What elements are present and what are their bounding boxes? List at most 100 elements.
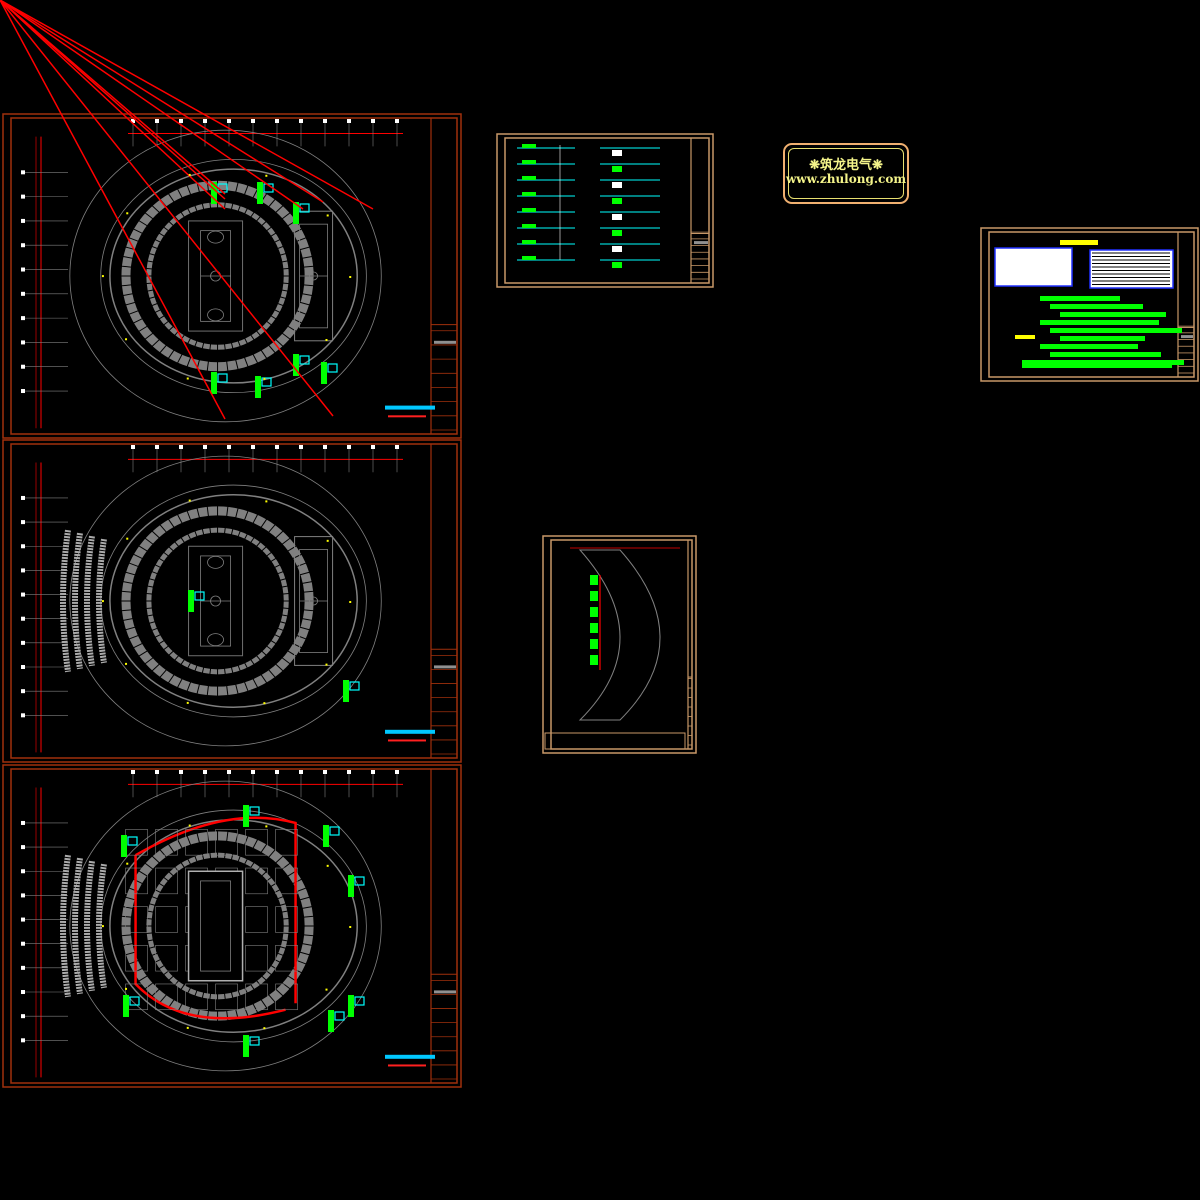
axis-bubble: [395, 445, 399, 449]
aisle: [149, 968, 182, 999]
axis-bubble: [21, 893, 25, 898]
distribution-box: [261, 377, 272, 387]
axis-bubble: [21, 389, 25, 394]
aisle: [228, 180, 239, 220]
aisle: [222, 658, 229, 698]
device-marker: [325, 988, 328, 991]
axis-bubble: [323, 770, 327, 774]
axis-bubble: [21, 243, 25, 248]
aisle: [244, 842, 269, 877]
aisle: [121, 245, 166, 259]
axis-bubble: [21, 820, 25, 825]
note-text: [1060, 336, 1145, 341]
aisle: [261, 868, 300, 893]
title-block-text: [434, 340, 456, 344]
aisle: [118, 287, 164, 297]
device-marker: [126, 212, 129, 215]
device-marker: [349, 926, 352, 928]
axis-bubble: [21, 592, 25, 597]
axis-bubble: [275, 119, 279, 123]
device-marker: [263, 1027, 266, 1030]
sheet-border: [2, 764, 462, 1088]
center-circle: [210, 595, 221, 607]
center-circle: [309, 271, 318, 281]
aisle: [253, 853, 286, 884]
aisle: [234, 183, 250, 221]
device-marker: [101, 600, 104, 603]
aisle: [234, 980, 250, 1019]
axis-bubble: [21, 1014, 25, 1019]
panel-schedule: [243, 1035, 249, 1057]
sheet-inner-frame: [10, 117, 458, 435]
aisle: [222, 829, 229, 869]
title-block: [688, 676, 692, 746]
axis-bubble: [131, 445, 135, 449]
aisle: [267, 949, 310, 966]
aisle: [267, 886, 310, 903]
aisle: [125, 235, 168, 253]
drawing-title: [385, 1054, 435, 1059]
aisle: [118, 255, 164, 265]
aisle: [121, 943, 166, 957]
device-marker: [125, 987, 128, 990]
aisle: [176, 653, 196, 690]
drawing-title: [385, 405, 435, 410]
main-court: [188, 545, 244, 657]
aisle: [269, 570, 314, 584]
aisle: [130, 226, 171, 248]
aisle: [234, 655, 250, 694]
aisle: [206, 658, 213, 698]
room: [245, 945, 268, 972]
axis-bubble: [251, 445, 255, 449]
axis-bubble: [21, 1038, 25, 1043]
fan-stands: [60, 529, 107, 673]
aisle: [249, 197, 278, 230]
aisle: [269, 293, 314, 307]
aisle: [166, 650, 191, 685]
axis-bubble: [347, 119, 351, 123]
cable-route: [0, 0, 304, 210]
axis-bubble: [155, 445, 159, 449]
panel-schedule: [590, 607, 598, 617]
aisle: [244, 650, 269, 685]
aisle: [269, 943, 314, 957]
aisle: [121, 618, 166, 632]
stand-block: [60, 529, 71, 673]
cable-route: [0, 0, 324, 203]
aisle: [261, 218, 300, 243]
aisle: [157, 847, 186, 880]
aisle: [149, 643, 182, 674]
distribution-box: [354, 876, 365, 886]
aisle: [118, 905, 164, 915]
panel-schedule: [211, 372, 217, 394]
room: [125, 945, 148, 972]
aisle: [135, 309, 174, 334]
ring: [109, 168, 358, 384]
distribution-box: [327, 363, 338, 373]
sheet-border: [2, 113, 462, 439]
aisle: [269, 895, 314, 909]
breaker: [522, 160, 536, 164]
aisle: [271, 937, 317, 947]
axis-bubble: [203, 445, 207, 449]
axis-bubble: [299, 770, 303, 774]
aisle: [125, 561, 168, 578]
axis-bubble: [347, 445, 351, 449]
aisle: [267, 561, 310, 578]
aisle: [185, 833, 202, 872]
aisle: [176, 978, 196, 1015]
aisle: [118, 612, 164, 622]
panel-schedule: [211, 182, 217, 204]
aisle: [185, 508, 202, 547]
building-outline: [69, 129, 382, 423]
panel-schedule: [293, 202, 299, 224]
axis-bubble: [347, 770, 351, 774]
load-table: [1089, 249, 1174, 289]
axis-bubble: [179, 770, 183, 774]
axis-bubble: [371, 445, 375, 449]
axis-bubble: [227, 445, 231, 449]
axis-grid: [21, 445, 403, 753]
room: [275, 867, 298, 895]
panel-schedule: [255, 376, 261, 398]
